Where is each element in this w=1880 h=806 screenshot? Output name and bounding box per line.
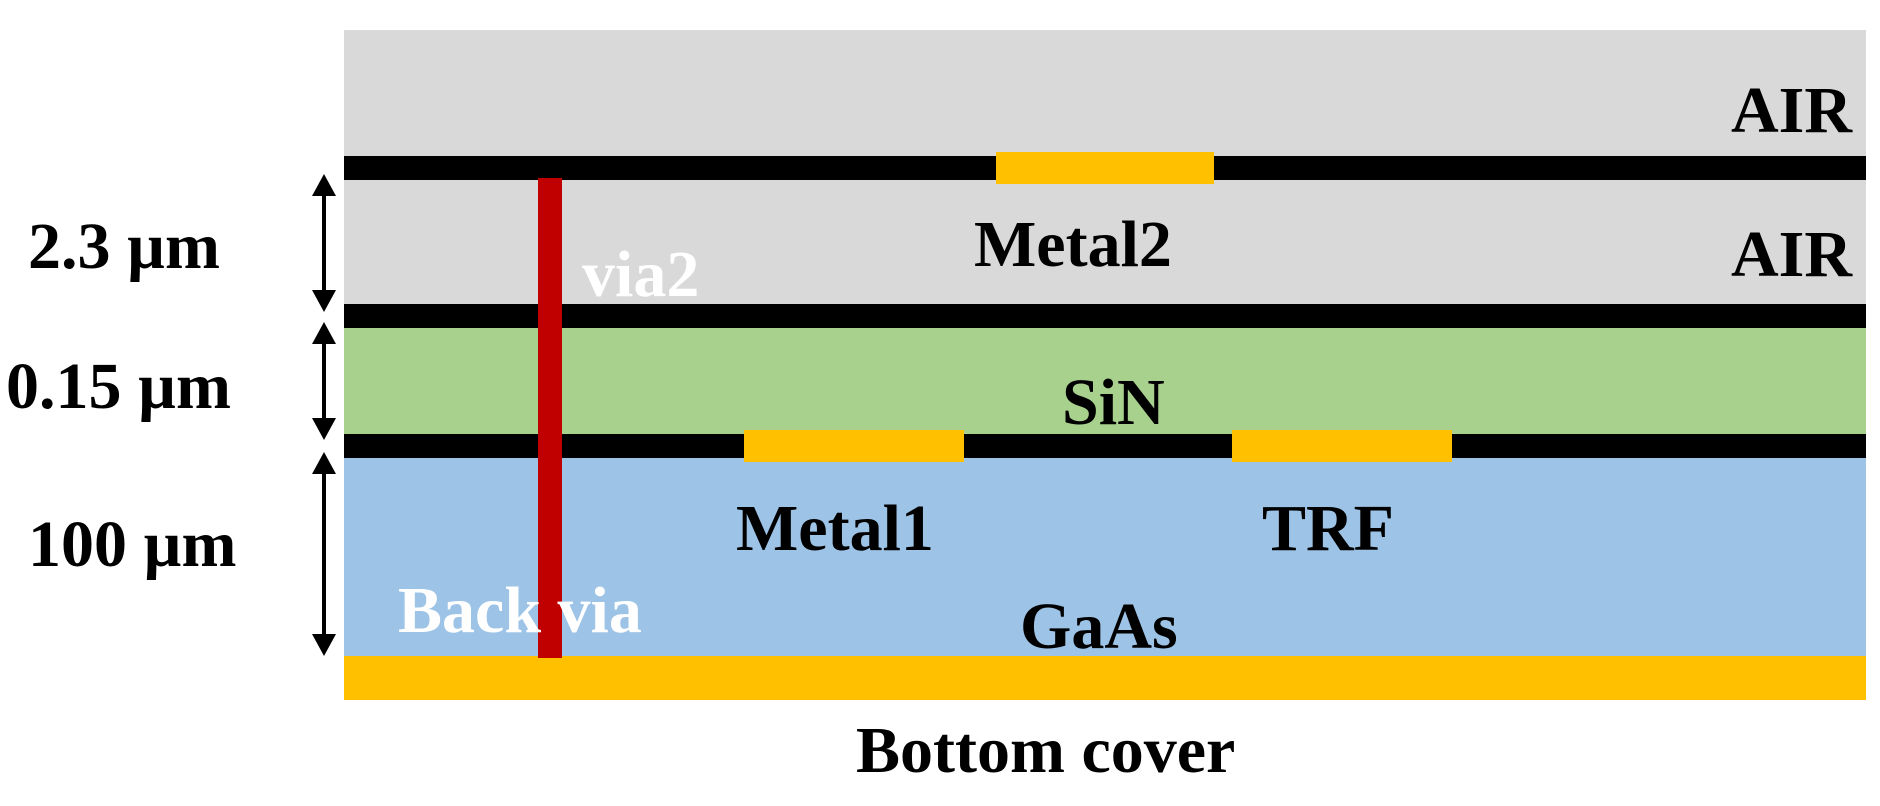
dimension-line-gaas: [322, 472, 326, 634]
metal2-strip: [996, 152, 1214, 184]
dimension-line-air: [322, 194, 326, 290]
air-mid-label: AIR: [1730, 218, 1852, 291]
metal1-strip: [744, 430, 964, 462]
bottom-cover-metal: [344, 656, 1866, 700]
boundary-line-sin-gaas: [344, 434, 1866, 458]
arrow-down-icon: [312, 418, 336, 440]
trf-label: TRF: [1262, 492, 1394, 565]
back-via-label: Back via: [398, 574, 642, 647]
bottom-cover-label: Bottom cover: [856, 714, 1236, 787]
sin-thickness-label: 0.15 µm: [6, 350, 232, 423]
via2-label: via2: [582, 238, 700, 311]
air-top-layer: [344, 30, 1866, 156]
air-top-label: AIR: [1730, 74, 1852, 147]
arrow-up-icon: [312, 452, 336, 474]
arrow-down-icon: [312, 290, 336, 312]
arrow-down-icon: [312, 634, 336, 656]
gaas-layer: [344, 434, 1866, 658]
dimension-line-sin: [322, 342, 326, 418]
gaas-thickness-label: 100 µm: [28, 508, 237, 581]
boundary-line-air-sin: [344, 304, 1866, 328]
trf-strip: [1232, 430, 1452, 462]
metal1-label: Metal1: [736, 492, 934, 565]
metal2-label: Metal2: [974, 208, 1172, 281]
gaas-label: GaAs: [1020, 590, 1178, 663]
arrow-up-icon: [312, 174, 336, 196]
arrow-up-icon: [312, 322, 336, 344]
air-thickness-label: 2.3 µm: [28, 210, 221, 283]
via-bar: [538, 178, 562, 658]
sin-label: SiN: [1062, 366, 1165, 439]
